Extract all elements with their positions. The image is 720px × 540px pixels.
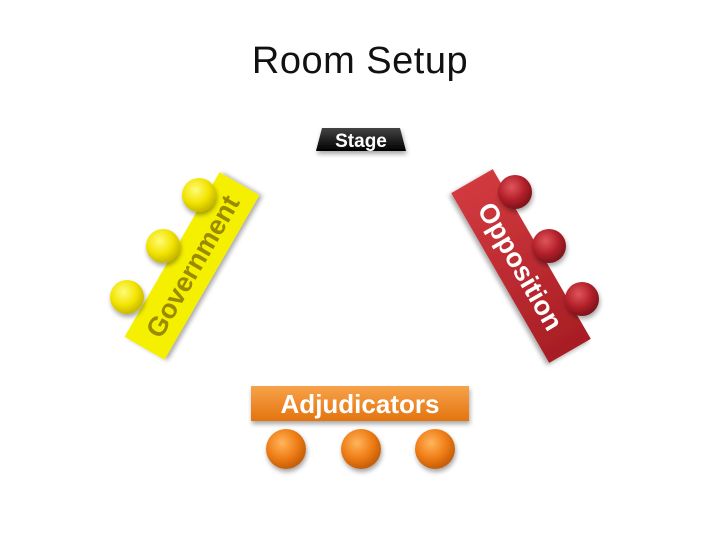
government-seat bbox=[146, 229, 180, 263]
adjudicator-seat bbox=[341, 429, 381, 469]
government-seat bbox=[110, 280, 144, 314]
adjudicators-bar bbox=[251, 386, 469, 421]
adjudicator-seat bbox=[266, 429, 306, 469]
adjudicator-seat bbox=[415, 429, 455, 469]
government-bar bbox=[124, 172, 260, 360]
stage-bar bbox=[316, 128, 406, 151]
opposition-group: Opposition bbox=[451, 169, 599, 363]
opposition-seat bbox=[532, 229, 566, 263]
government-group: Government bbox=[110, 172, 260, 360]
government-seat bbox=[182, 178, 216, 212]
stage-label: Stage bbox=[335, 131, 387, 152]
adjudicators-label: Adjudicators bbox=[281, 389, 440, 419]
stage-group: Stage bbox=[316, 128, 406, 152]
page-title: Room Setup bbox=[251, 40, 469, 82]
government-label: Government bbox=[140, 190, 246, 343]
opposition-bar bbox=[451, 169, 591, 363]
adjudicators-group: Adjudicators bbox=[251, 386, 469, 469]
opposition-seat bbox=[498, 175, 532, 209]
opposition-seat bbox=[565, 282, 599, 316]
